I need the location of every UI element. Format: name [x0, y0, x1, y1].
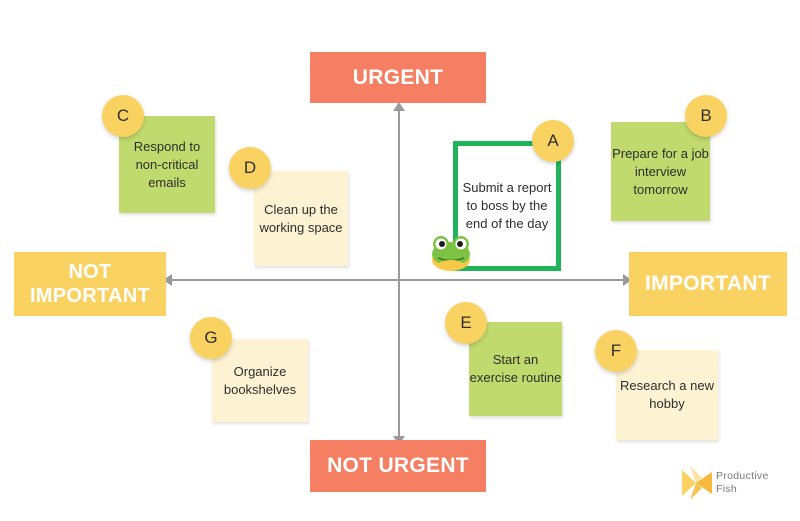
task-a-text: Submit a report to boss by the end of th…	[462, 180, 552, 231]
badge-f: F	[595, 330, 637, 372]
task-d-text: Clean up the working space	[259, 201, 343, 235]
task-note-c: Respond to non-critical emails	[119, 116, 215, 213]
badge-g: G	[190, 317, 232, 359]
task-note-g: Organize bookshelves	[212, 339, 308, 422]
brand-name: Productive Fish	[716, 470, 769, 496]
task-note-a: Submit a report to boss by the end of th…	[453, 141, 561, 271]
task-note-f: Research a new hobby	[616, 350, 718, 440]
brand-line-1: Productive	[716, 470, 769, 482]
task-note-e: Start an exercise routine	[469, 322, 562, 416]
task-note-b: Prepare for a job interview tomorrow	[611, 122, 710, 221]
task-c-text: Respond to non-critical emails	[133, 138, 201, 190]
badge-a: A	[532, 120, 574, 162]
task-g-text: Organize bookshelves	[223, 363, 297, 397]
arrow-up-icon	[393, 102, 405, 111]
horizontal-axis	[170, 279, 626, 281]
task-e-text: Start an exercise routine	[469, 352, 562, 385]
urgent-label: URGENT	[310, 52, 486, 103]
fish-logo-icon	[682, 466, 712, 500]
task-b-text: Prepare for a job interview tomorrow	[612, 145, 709, 197]
badge-d: D	[229, 147, 271, 189]
arrow-right-icon	[623, 274, 632, 286]
frog-icon	[432, 236, 470, 271]
task-f-text: Research a new hobby	[620, 378, 714, 411]
arrow-left-icon	[163, 274, 172, 286]
task-note-d: Clean up the working space	[254, 171, 348, 266]
brand-line-2: Fish	[716, 483, 738, 495]
vertical-axis	[398, 108, 400, 438]
badge-b: B	[685, 95, 727, 137]
badge-e: E	[445, 302, 487, 344]
important-label: IMPORTANT	[629, 252, 787, 316]
not-important-label: NOT IMPORTANT	[14, 252, 166, 316]
badge-c: C	[102, 95, 144, 137]
not-urgent-label: NOT URGENT	[310, 440, 486, 492]
